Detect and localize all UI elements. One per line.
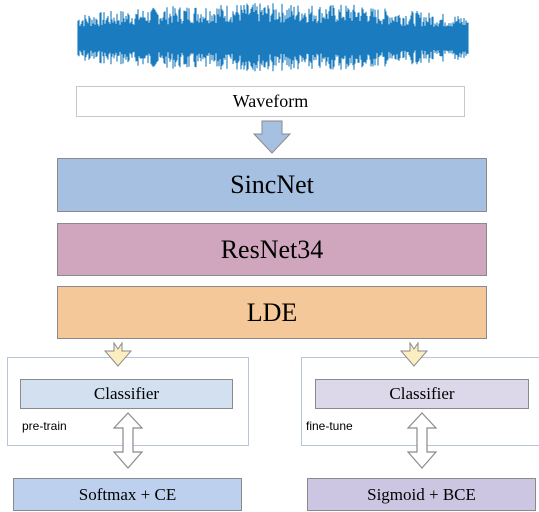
finetune-tag: fine-tune [306,419,353,433]
finetune-classifier-box: Classifier [315,379,529,409]
softmax-ce-box: Softmax + CE [13,478,242,511]
waveform-label: Waveform [232,91,309,111]
lde-to-finetune-arrow [399,341,429,367]
waveform-graphic [77,3,469,72]
resnet34-block: ResNet34 [57,223,487,276]
waveform-label-box: Waveform [76,86,465,117]
pretrain-double-arrow [112,412,144,469]
waveform-bars [77,3,469,72]
lde-block: LDE [57,286,487,339]
waveform-signal [77,3,469,72]
pretrain-classifier-label: Classifier [93,384,160,403]
finetune-double-arrow [406,412,438,469]
lde-to-pretrain-arrow [103,341,133,367]
finetune-classifier-label: Classifier [389,384,455,403]
resnet34-label: ResNet34 [220,234,324,264]
pretrain-classifier-box: Classifier [20,379,233,409]
pretrain-tag: pre-train [22,419,67,433]
sigmoid-bce-label: Sigmoid + BCE [367,484,476,504]
sincnet-label: SincNet [230,170,314,199]
sincnet-block: SincNet [57,158,487,212]
softmax-ce-label: Softmax + CE [78,484,177,504]
lde-label: LDE [246,297,298,327]
waveform-to-sincnet-arrow [252,120,292,154]
sigmoid-bce-box: Sigmoid + BCE [307,478,536,511]
